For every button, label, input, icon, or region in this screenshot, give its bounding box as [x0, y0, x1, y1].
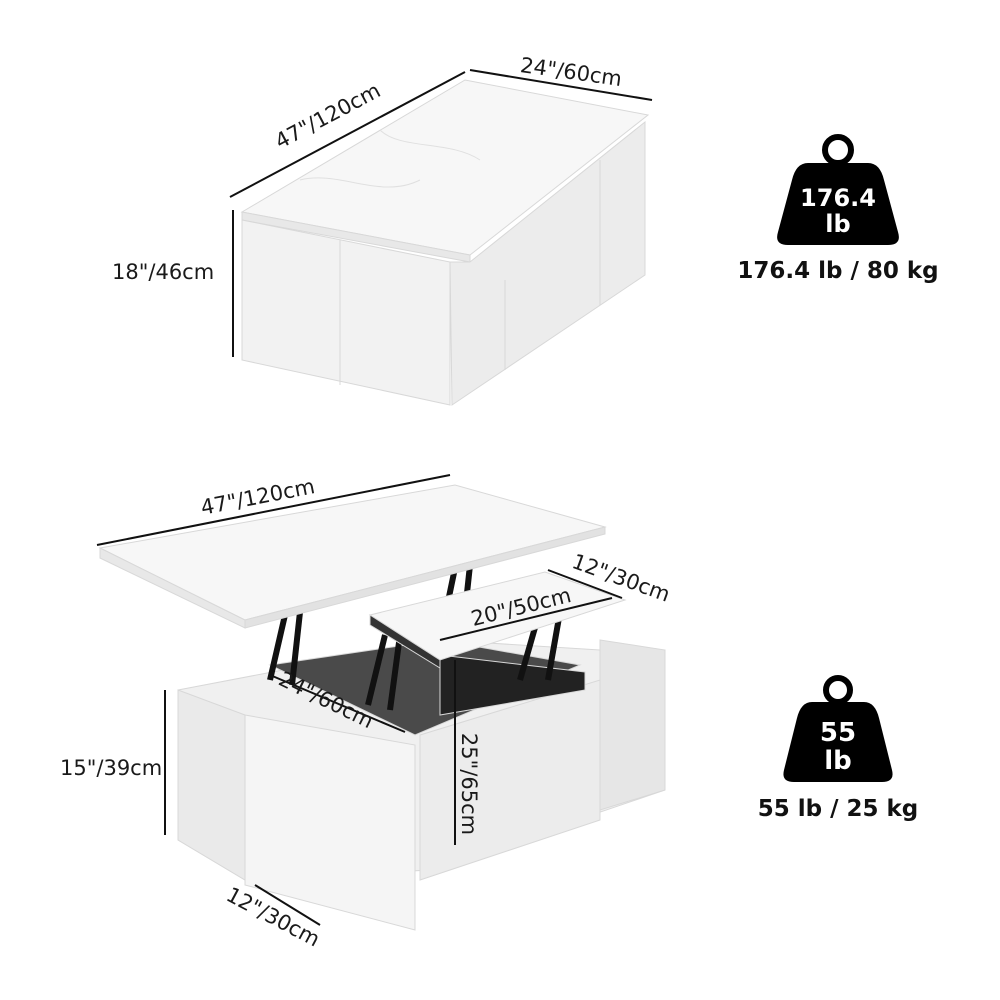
weight-icon-value: 55	[819, 718, 857, 748]
weight-icon	[777, 134, 899, 245]
weight-icon-value: 176.4	[800, 184, 876, 212]
weight-icon	[783, 675, 893, 782]
base-height-label: 15"/39cm	[60, 756, 163, 780]
weight-caption: 55 lb / 25 kg	[757, 796, 919, 822]
weight-icon-unit: lb	[824, 746, 852, 776]
dimension-lines-bottom	[96, 474, 623, 926]
dimension-lines-top	[229, 69, 653, 357]
lift-top-coffee-table	[98, 484, 666, 931]
top-height-label: 18"/46cm	[112, 260, 215, 284]
lifted-height-label: 25"/65cm	[457, 732, 482, 836]
closed-coffee-table	[240, 79, 650, 406]
weight-icon-unit: lb	[825, 210, 851, 238]
weight-caption: 176.4 lb / 80 kg	[737, 258, 939, 284]
